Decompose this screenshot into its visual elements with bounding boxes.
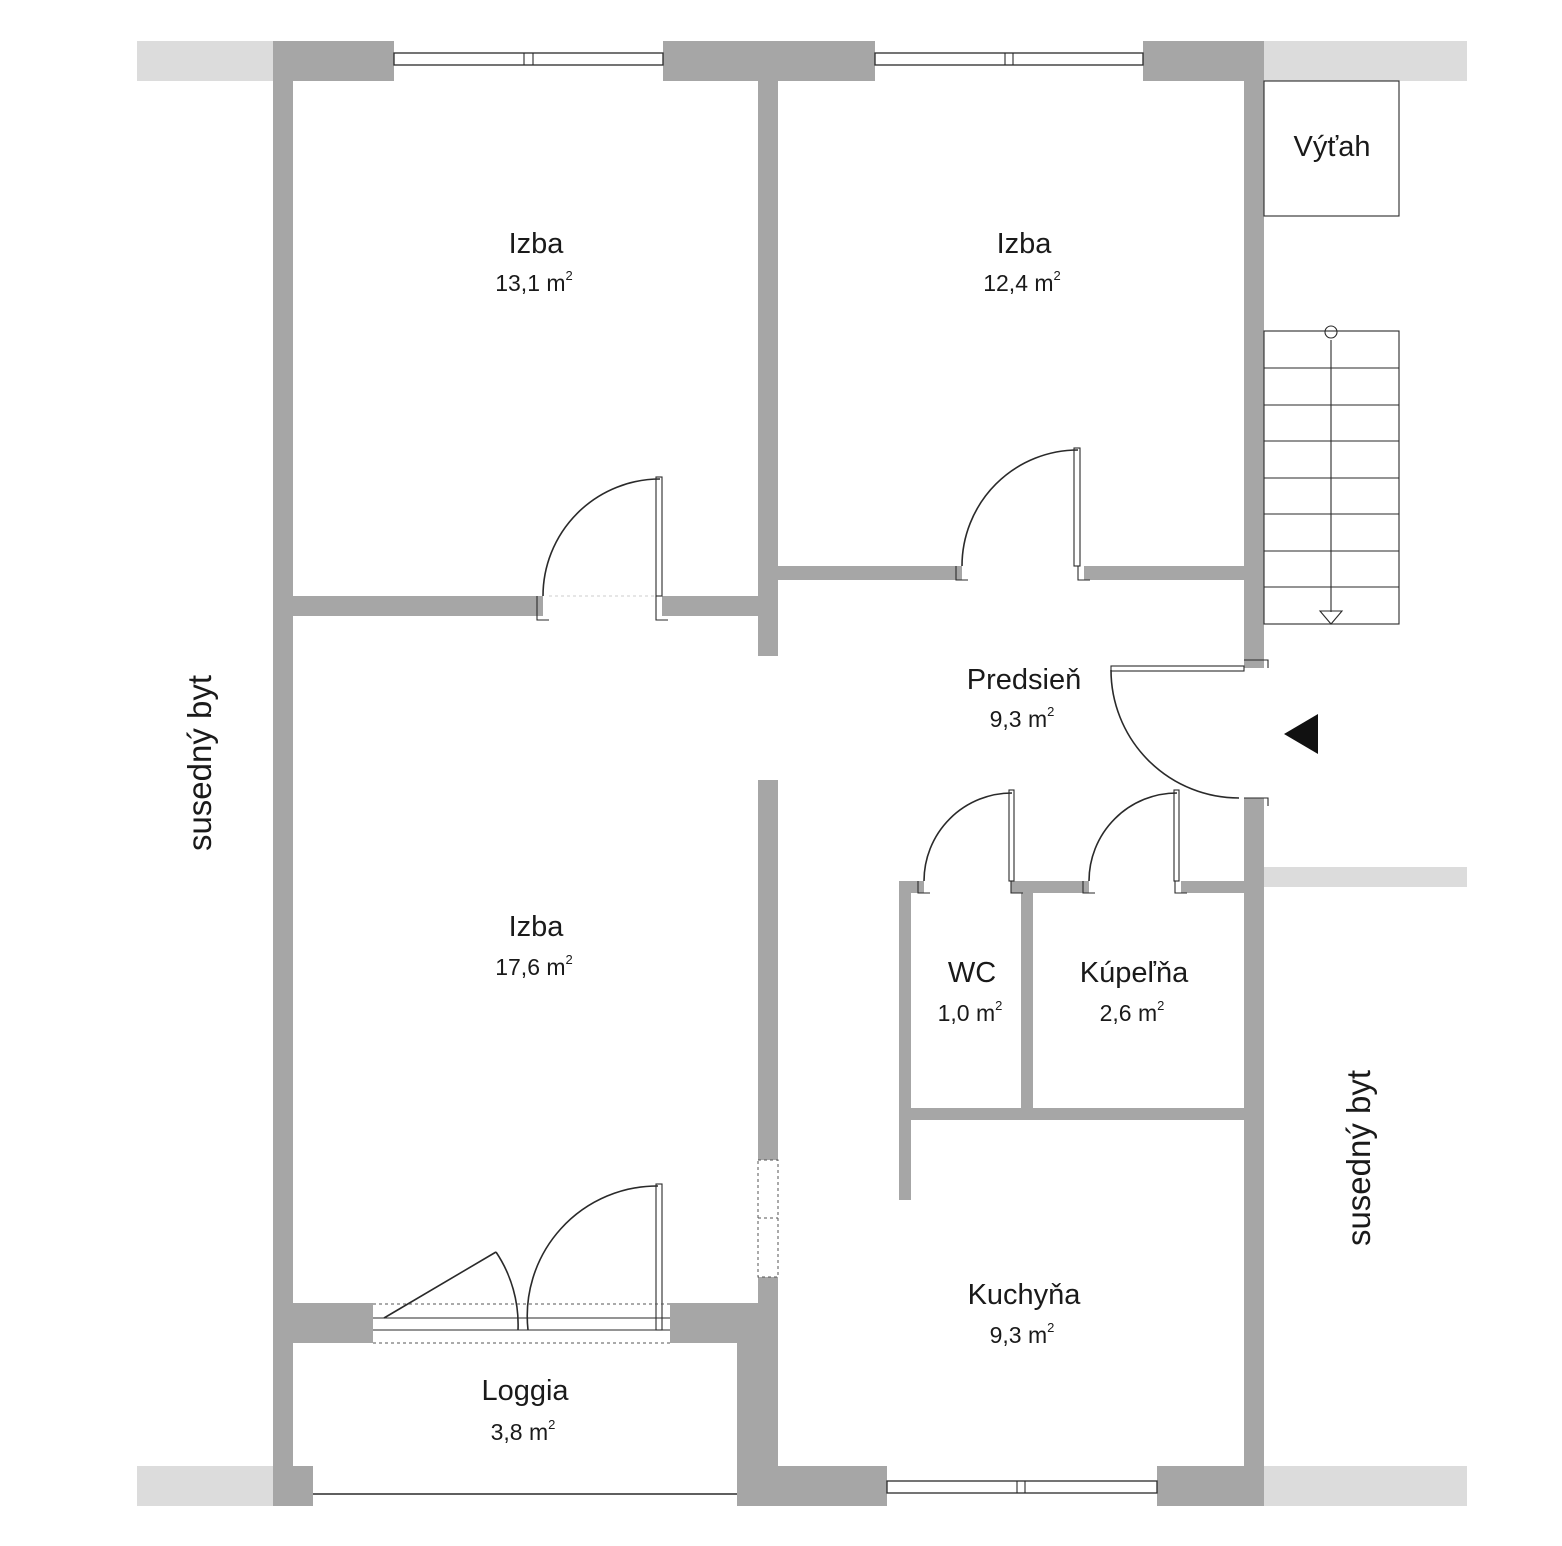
elevator-shaft bbox=[1263, 80, 1400, 217]
neighbor-label-left: susedný byt bbox=[181, 675, 218, 851]
room-name-izba-2: Izba bbox=[997, 228, 1053, 260]
room-name-loggia: Loggia bbox=[481, 1375, 569, 1407]
room-name-kupelna: Kúpeľňa bbox=[1080, 957, 1189, 989]
room-area-predsien: 9,3 m2 bbox=[990, 704, 1055, 732]
room-area-izba-2: 12,4 m2 bbox=[983, 268, 1061, 296]
room-area-kuchyna: 9,3 m2 bbox=[990, 1320, 1055, 1348]
room-name-kuchyna: Kuchyňa bbox=[968, 1279, 1082, 1311]
room-area-izba-1: 13,1 m2 bbox=[495, 268, 573, 296]
vertical-circulation bbox=[1263, 80, 1400, 754]
walls bbox=[273, 41, 1264, 1506]
stairs bbox=[1263, 325, 1400, 625]
neighbor-walls bbox=[137, 41, 1467, 1506]
room-name-izba-1: Izba bbox=[509, 228, 565, 260]
entrance-arrow-icon bbox=[1284, 714, 1318, 754]
room-name-predsien: Predsieň bbox=[967, 664, 1081, 696]
room-name-wc: WC bbox=[948, 957, 996, 989]
elevator-label: Výťah bbox=[1294, 131, 1371, 163]
room-name-izba-3: Izba bbox=[509, 911, 565, 943]
room-area-izba-3: 17,6 m2 bbox=[495, 952, 573, 980]
room-area-loggia: 3,8 m2 bbox=[491, 1417, 556, 1445]
room-labels: Izba 13,1 m2 Izba 12,4 m2 Izba 17,6 m2 P… bbox=[181, 131, 1377, 1445]
doors bbox=[373, 447, 1269, 1344]
neighbor-label-right: susedný byt bbox=[1340, 1070, 1377, 1246]
room-area-kupelna: 2,6 m2 bbox=[1100, 998, 1165, 1026]
windows bbox=[313, 52, 1158, 1495]
room-area-wc: 1,0 m2 bbox=[938, 998, 1003, 1026]
